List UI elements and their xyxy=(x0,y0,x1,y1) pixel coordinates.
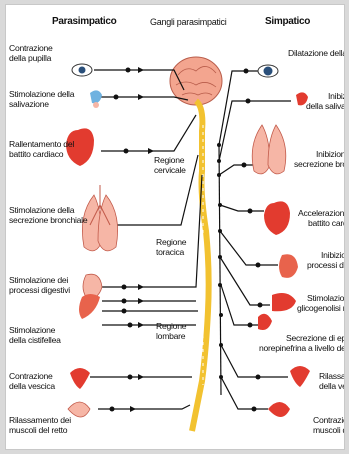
right-label-line: battito cardiaco xyxy=(294,218,345,228)
left-label-line: muscoli del retto xyxy=(9,425,71,435)
left-label-line: processi digestivi xyxy=(9,285,70,295)
left-label-pupil-constriction: Contrazione della pupilla xyxy=(9,43,53,63)
left-label-line: Rallentamento del xyxy=(9,139,74,149)
left-label-line: della vescica xyxy=(9,381,55,391)
right-label-line: norepinefrina a livello del surrene xyxy=(259,343,345,353)
left-label-rectum: Rilassamento dei muscoli del retto xyxy=(9,415,71,435)
right-label-rectum: Contrazione dei muscoli del retto xyxy=(313,415,345,435)
left-label-line: Stimolazione della xyxy=(9,205,87,215)
right-organs xyxy=(252,65,310,417)
right-label-line: Inibizione della xyxy=(294,149,345,159)
gallbladder-left-icon xyxy=(79,294,100,319)
diagram-panel: Parasimpatico Gangli parasimpatici Simpa… xyxy=(5,4,345,450)
right-label-bladder: Rilassamento della vescica xyxy=(319,371,345,391)
right-label-bronchial-secretion: Inibizione della secrezione bronchiale xyxy=(294,149,345,169)
right-label-heart-rate: Accelerazione del battito cardiaco xyxy=(294,208,345,228)
left-label-line: salivazione xyxy=(9,99,74,109)
right-label-line: muscoli del retto xyxy=(313,425,345,435)
right-label-line: Contrazione dei xyxy=(313,415,345,425)
heart-right-icon xyxy=(264,201,290,235)
left-label-gallbladder: Stimolazione della cistifellea xyxy=(9,325,61,345)
salivary-gland-left-icon xyxy=(90,90,102,103)
region-cervical: Regione cervicale xyxy=(154,155,190,175)
left-label-line: Stimolazione dei xyxy=(9,275,70,285)
rectum-right-icon xyxy=(268,402,290,417)
right-label-glycogenolysis: Stimolazione della glicogenolisi nel feg… xyxy=(297,293,345,313)
right-label-line: della salivazione xyxy=(306,101,345,111)
region-lumbar: Regione lombare xyxy=(156,321,190,341)
left-label-digestion: Stimolazione dei processi digestivi xyxy=(9,275,70,295)
right-label-digestion: Inibizione dei processi digestivi xyxy=(307,250,345,270)
rectum-left-icon xyxy=(68,402,90,417)
right-label-salivation: Inibizione della salivazione xyxy=(306,91,345,111)
bladder-left-icon xyxy=(70,368,90,389)
left-label-bronchial-secretion: Stimolazione della secrezione bronchiale xyxy=(9,205,87,225)
left-label-line: della pupilla xyxy=(9,53,53,63)
left-label-line: Stimolazione della xyxy=(9,89,74,99)
left-organs xyxy=(66,64,118,417)
left-label-line: Contrazione xyxy=(9,43,53,53)
right-label-line: secrezione bronchiale xyxy=(294,159,345,169)
right-label-line: Rilassamento xyxy=(319,371,345,381)
left-label-line: della cistifellea xyxy=(9,335,61,345)
sympathetic-pathways xyxy=(219,71,291,409)
right-label-line: Stimolazione della xyxy=(297,293,345,303)
right-label-line: Accelerazione del xyxy=(294,208,345,218)
left-label-line: Rilassamento dei xyxy=(9,415,71,425)
left-label-line: Stimolazione xyxy=(9,325,61,335)
left-label-line: Contrazione xyxy=(9,371,55,381)
left-label-salivation: Stimolazione della salivazione xyxy=(9,89,74,109)
left-label-bladder: Contrazione della vescica xyxy=(9,371,55,391)
right-label-adrenal-secretion: Secrezione di epinefrina e norepinefrina… xyxy=(281,333,345,353)
right-label-line: Secrezione di epinefrina e xyxy=(281,333,345,343)
right-label-line: Inibizione xyxy=(306,91,345,101)
bladder-right-icon xyxy=(290,366,310,387)
spinal-cord xyxy=(192,101,209,431)
left-label-heart-rate: Rallentamento del battito cardiaco xyxy=(9,139,74,159)
sympathetic-chain xyxy=(219,145,221,395)
right-label-line: Dilatazione della pupilla xyxy=(288,48,345,58)
region-lumbar-text: Regione lombare xyxy=(156,321,190,341)
region-cervical-text: Regione cervicale xyxy=(154,155,190,175)
right-label-line: Inibizione dei xyxy=(307,250,345,260)
left-label-line: secrezione bronchiale xyxy=(9,215,87,225)
stomach-right-icon xyxy=(279,254,298,278)
region-thoracic-text: Regione toracica xyxy=(156,237,190,257)
liver-right-icon xyxy=(272,293,296,311)
right-label-line: glicogenolisi nel fegato xyxy=(297,303,345,313)
right-label-line: della vescica xyxy=(319,381,345,391)
right-label-pupil-dilation: Dilatazione della pupilla xyxy=(288,48,345,58)
right-label-line: processi digestivi xyxy=(307,260,345,270)
region-thoracic: Regione toracica xyxy=(156,237,190,257)
lungs-right-icon xyxy=(252,125,270,174)
left-label-line: battito cardiaco xyxy=(9,149,74,159)
adrenal-right-icon xyxy=(258,314,272,330)
